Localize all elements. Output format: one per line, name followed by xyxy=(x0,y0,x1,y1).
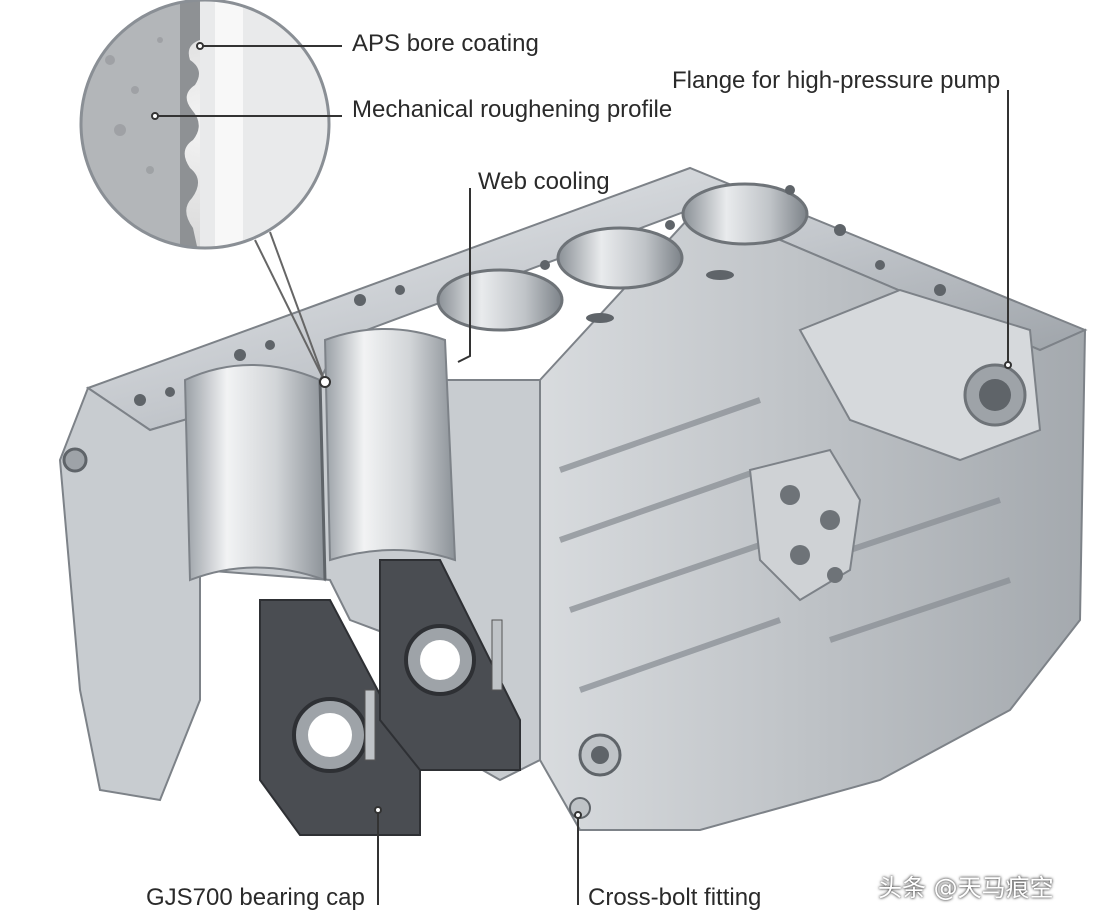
label-cross-bolt-fitting: Cross-bolt fitting xyxy=(588,884,762,911)
bearing-caps xyxy=(259,559,521,836)
label-flange-high-pressure-pump: Flange for high-pressure pump xyxy=(672,67,1001,94)
label-aps-bore-coating: APS bore coating xyxy=(352,30,539,57)
cylinder-bores xyxy=(436,182,809,332)
label-web-cooling: Web cooling xyxy=(478,168,610,195)
pump-flange xyxy=(798,288,1042,462)
label-gjs700-bearing-cap: GJS700 bearing cap xyxy=(146,884,365,911)
oil-filter-bracket xyxy=(748,448,862,602)
label-mechanical-roughening-profile: Mechanical roughening profile xyxy=(352,96,673,123)
leader-endpoints xyxy=(151,42,1012,819)
leader-web-cooling xyxy=(457,188,471,363)
leader-lines xyxy=(155,45,1009,905)
sectioned-cylinders xyxy=(183,328,457,582)
left-bolt xyxy=(62,447,88,473)
watermark: 头条 @天马痕空 xyxy=(878,874,1054,902)
deck-holes xyxy=(134,185,946,406)
